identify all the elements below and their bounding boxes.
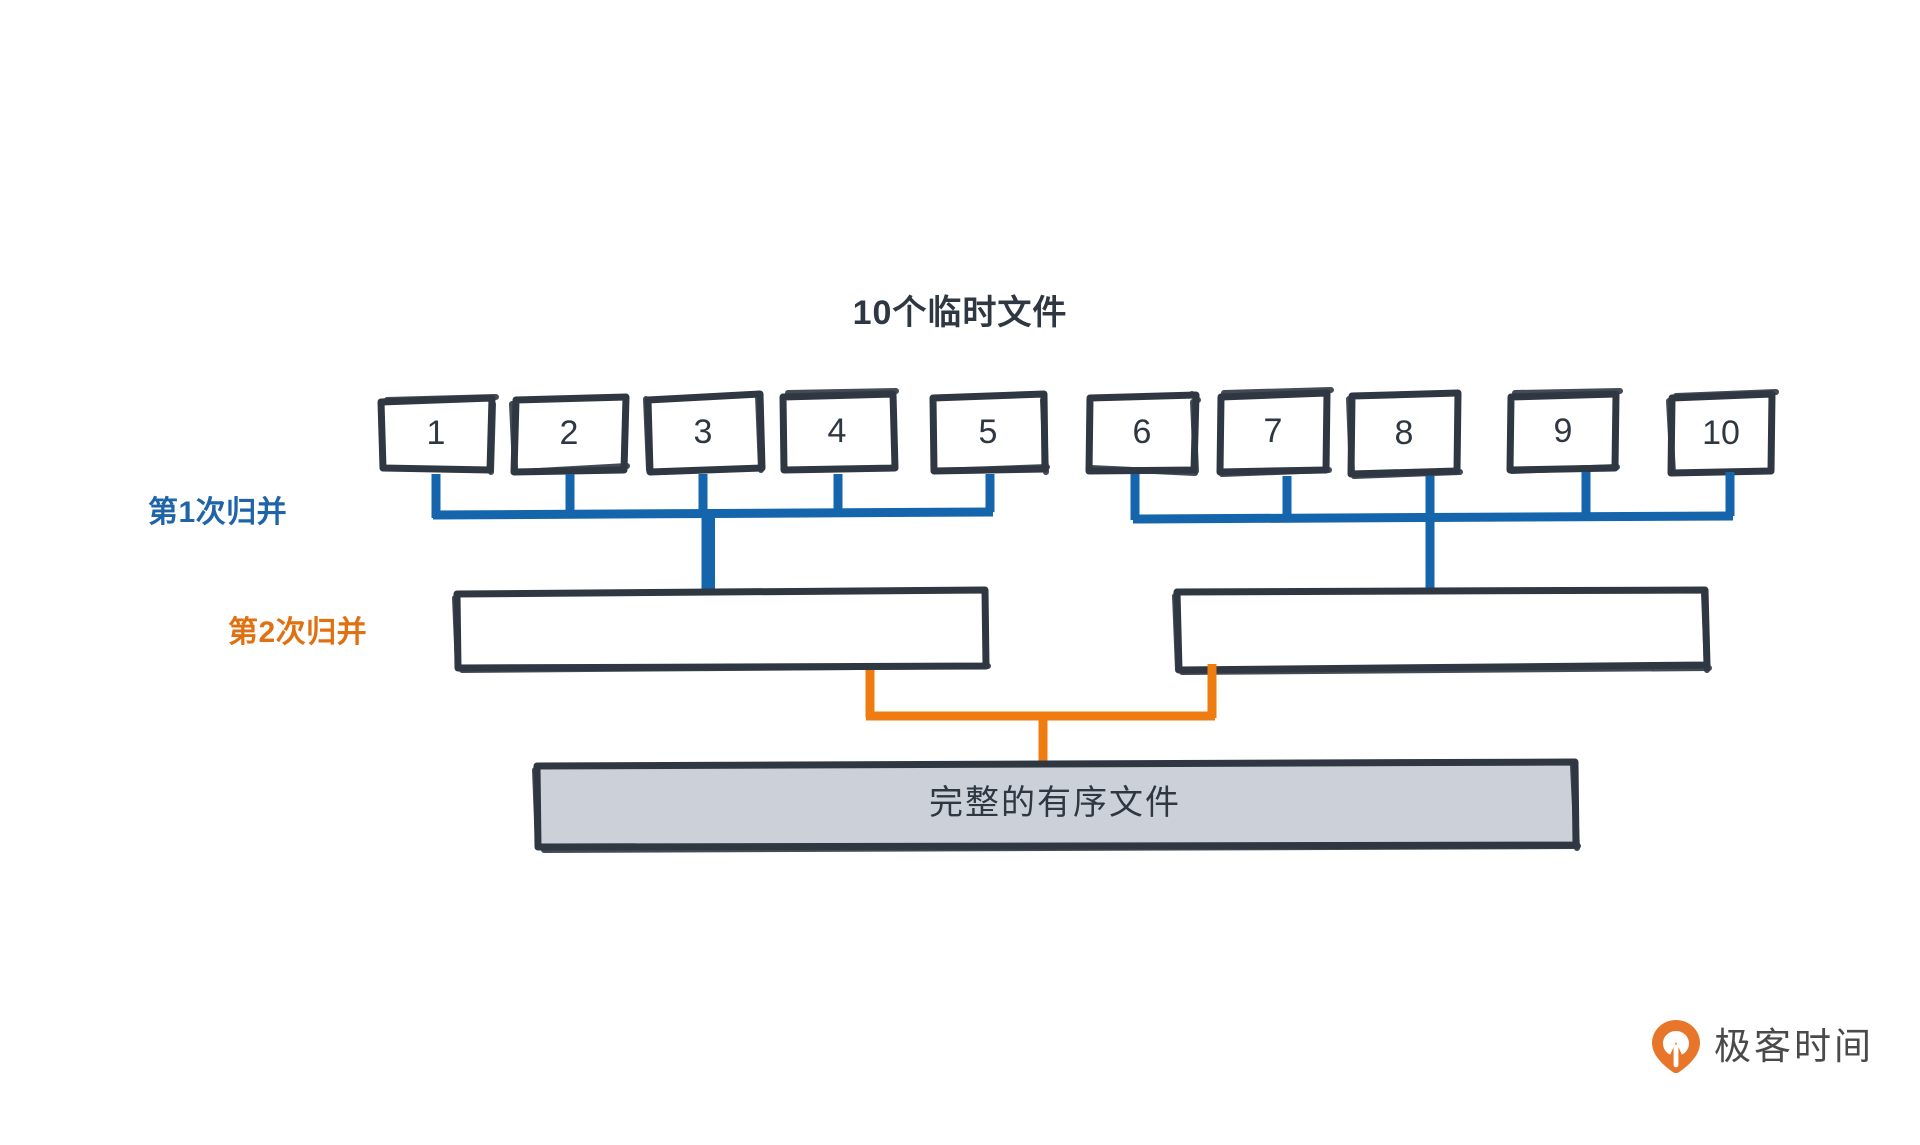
merge-pass-1-connector-left	[431, 474, 995, 592]
intermediate-file-left	[452, 586, 991, 673]
brand-watermark: 极客时间	[1650, 1018, 1874, 1074]
merge-pass-2-connector	[865, 664, 1217, 766]
temp-file-label-6: 6	[1132, 413, 1152, 451]
temp-file-label-3: 3	[693, 413, 713, 451]
temp-file-label-4: 4	[827, 412, 847, 450]
temp-file-label-8: 8	[1394, 414, 1414, 452]
temp-file-tile-6	[1085, 391, 1201, 476]
temp-file-tile-4	[779, 388, 899, 474]
merge-pass-1-connector-right	[1130, 472, 1735, 592]
final-sorted-file-label: 完整的有序文件	[929, 784, 1181, 822]
temp-file-tile-9	[1506, 388, 1623, 474]
temp-file-label-1: 1	[426, 414, 446, 452]
temp-file-label-10: 10	[1702, 414, 1740, 452]
geektime-pin-icon	[1652, 1020, 1700, 1074]
temp-file-tile-5	[929, 390, 1050, 475]
temp-file-tile-7	[1216, 387, 1334, 477]
final-sorted-file-box	[532, 758, 1581, 853]
temp-file-tile-10	[1666, 389, 1779, 477]
temp-file-tile-1	[377, 394, 499, 475]
temp-file-tile-8	[1346, 389, 1463, 479]
temp-file-tile-2	[509, 393, 630, 476]
temp-file-label-2: 2	[559, 414, 579, 452]
temp-file-label-5: 5	[978, 413, 998, 451]
merge-pass-1-label: 第1次归并	[148, 496, 288, 529]
temp-file-label-9: 9	[1553, 412, 1573, 450]
brand-name: 极客时间	[1714, 1025, 1874, 1067]
temp-file-tile-3	[643, 390, 766, 476]
merge-pass-2-label: 第2次归并	[228, 616, 368, 649]
intermediate-file-right	[1172, 586, 1712, 675]
temp-file-label-7: 7	[1263, 412, 1283, 450]
page-title: 10个临时文件	[852, 294, 1068, 332]
